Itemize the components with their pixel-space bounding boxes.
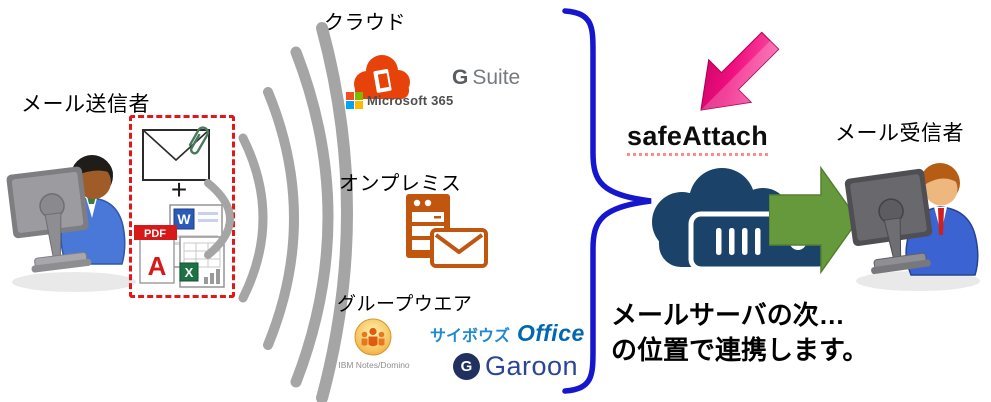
svg-text:A: A [148,251,167,281]
onprem-section-label: オンプレミス [339,173,462,195]
microsoft365-cloud-icon [354,55,410,99]
safeattach-label: safeAttach [627,121,769,156]
gsuite-g: G [452,66,469,89]
transmission-waves-icon [204,22,353,402]
svg-text:W: W [177,211,191,227]
sender-label: メール送信者 [21,93,150,116]
delivery-arrow-icon [769,166,859,274]
ibm-notes-label: IBM Notes/Domino [338,360,410,370]
ibm-notes-icon [354,318,392,356]
groupware-section-label: グループウエア [337,294,473,315]
cloud-section-label: クラウド [324,12,406,34]
attachment-files-icon: W X A PDF [134,204,225,288]
svg-text:PDF: PDF [144,228,166,240]
paperclip-icon [188,126,209,155]
cybozu-office-logo: サイボウズ Office [430,320,585,347]
plus-sign: + [170,174,188,205]
attachment-dashed-box [129,115,235,298]
envelope-attachment-icon [142,126,210,181]
mail-server-icon [406,194,488,268]
caption-line1: メールサーバの次… [611,300,845,330]
receiver-label: メール受信者 [835,122,964,145]
pdf-file-icon: A PDF [134,225,177,284]
caption-line2: の位置で連携します。 [611,335,869,365]
garoon-text: Garoon [485,351,579,381]
microsoft-logo-icon [346,92,363,109]
receiver-computer-user-icon [844,163,980,291]
safeattach-pointer-arrow-icon [700,31,780,111]
gsuite-suite: Suite [472,66,521,89]
cybozu-product-text: Office [517,320,585,346]
microsoft365-label: Microsoft 365 [367,93,454,108]
garoon-logo: G Garoon [453,351,578,382]
cybozu-brand-text: サイボウズ [430,328,511,345]
sender-computer-user-icon [6,155,136,292]
garoon-badge-icon: G [453,353,480,380]
curly-brace-icon [562,8,652,394]
caption-text: メールサーバの次… の位置で連携します。 [611,298,868,368]
svg-text:X: X [185,265,194,280]
